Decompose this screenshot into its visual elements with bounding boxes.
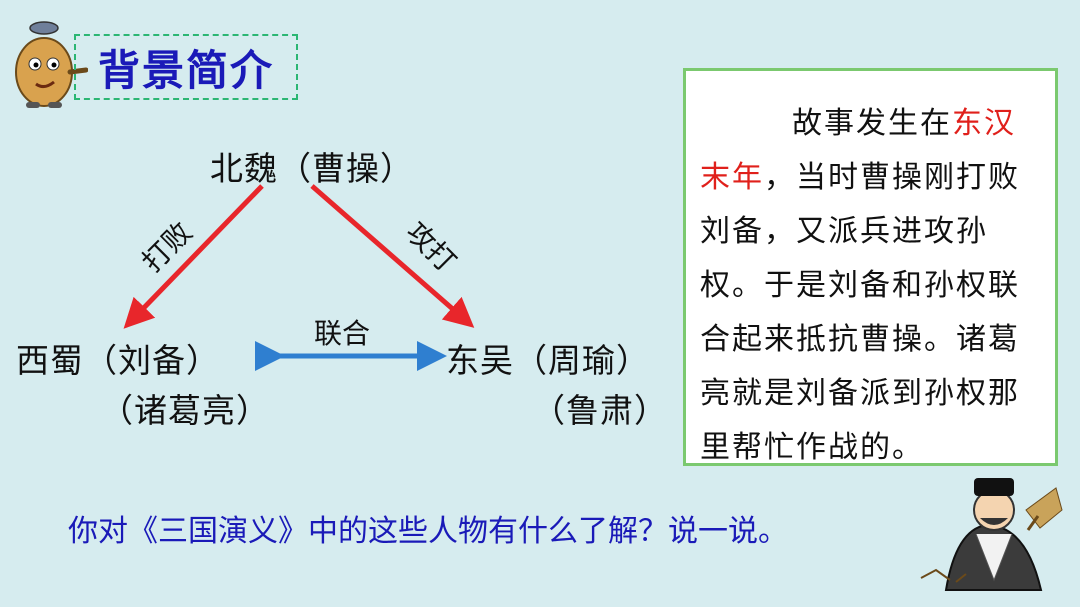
discussion-question: 你对《三国演义》中的这些人物有什么了解？说一说。 — [68, 506, 788, 550]
zhuge-liang-figure-icon — [916, 470, 1066, 595]
edge-label-ally: 联合 — [314, 312, 370, 352]
background-text-part2: ，当时曹操刚打败刘备，又派兵进攻孙权。于是刘备和孙权联合起来抵抗曹操。诸葛亮就是… — [700, 160, 1020, 465]
node-west-shu-sub: （诸葛亮） — [100, 384, 270, 432]
node-east-wu-sub: （鲁肃） — [532, 384, 668, 432]
background-text-box: 故事发生在东汉末年，当时曹操刚打败刘备，又派兵进攻孙权。于是刘备和孙权联合起来抵… — [683, 68, 1058, 466]
node-north-wei: 北魏（曹操） — [210, 142, 414, 190]
background-text-part1: 故事发生在 — [792, 106, 952, 141]
node-west-shu: 西蜀（刘备） — [16, 334, 220, 382]
background-paragraph: 故事发生在东汉末年，当时曹操刚打败刘备，又派兵进攻孙权。于是刘备和孙权联合起来抵… — [700, 97, 1045, 475]
node-east-wu: 东吴（周瑜） — [446, 334, 650, 382]
